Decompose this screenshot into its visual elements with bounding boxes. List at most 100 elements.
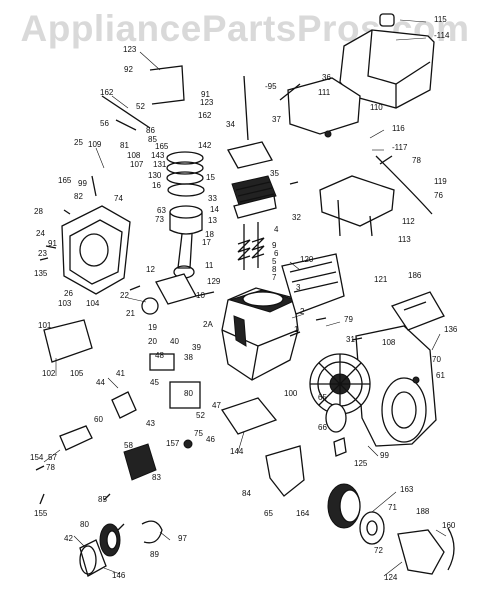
callout-label: 154 <box>30 453 44 462</box>
callout-label: 38 <box>184 353 193 362</box>
crankshaft <box>141 273 215 315</box>
callout-label: 76 <box>434 191 443 200</box>
callout-label: 44 <box>96 378 105 387</box>
crankcase <box>221 287 299 381</box>
callout-label: 107 <box>130 160 144 169</box>
connecting-rod <box>173 233 195 279</box>
callout-label: 7 <box>272 273 277 282</box>
callout-label: 102 <box>42 369 56 378</box>
callout-label: 163 <box>400 485 414 494</box>
callout-label: 116 <box>392 124 405 133</box>
callout-label: 144 <box>230 447 244 456</box>
callout-label: 18 <box>205 230 214 239</box>
callout-label: 39 <box>192 343 201 352</box>
callout-label: 89 <box>150 550 159 559</box>
callout-label: -117 <box>392 143 408 152</box>
callout-label: 17 <box>202 238 211 247</box>
callout-label: 100 <box>284 389 298 398</box>
callout-label: 47 <box>212 401 221 410</box>
callout-label: 136 <box>444 325 458 334</box>
decal <box>391 291 445 331</box>
callout-label: 3 <box>296 283 301 292</box>
cylinder-head <box>231 175 277 219</box>
callout-label: 33 <box>208 194 217 203</box>
callout-label: 42 <box>64 534 73 543</box>
governor-linkage <box>59 65 301 451</box>
carburetor <box>43 319 201 481</box>
callout-label: 22 <box>120 291 129 300</box>
callout-label: 60 <box>94 415 103 424</box>
callout-label: 83 <box>152 473 161 482</box>
callout-label: 20 <box>148 337 157 346</box>
callout-label: 73 <box>155 215 164 224</box>
callout-label: 86 <box>146 126 155 135</box>
callout-label: 162 <box>100 88 114 97</box>
callout-label: 155 <box>34 509 48 518</box>
callout-label: 66 <box>318 423 327 432</box>
leader-lines <box>43 19 447 577</box>
callout-label: 23 <box>38 249 47 258</box>
starter-pulley <box>327 483 385 545</box>
callout-label: 37 <box>272 115 281 124</box>
callout-label: 78 <box>412 156 421 165</box>
callout-label: 108 <box>382 338 396 347</box>
callout-label: 112 <box>402 217 415 226</box>
callout-label: 123 <box>200 98 214 107</box>
callout-label: 85 <box>148 135 157 144</box>
drive-parts <box>79 493 163 577</box>
callout-label: 164 <box>296 509 310 518</box>
callout-label: 80 <box>184 389 193 398</box>
callout-label: 46 <box>206 435 215 444</box>
callout-label: 99 <box>380 451 389 460</box>
callout-label: 79 <box>344 315 353 324</box>
callout-label: 32 <box>292 213 301 222</box>
callout-label: 111 <box>318 88 331 97</box>
callout-label: 13 <box>208 216 217 225</box>
callout-label: 56 <box>100 119 109 128</box>
tank-bracket <box>227 77 433 237</box>
callout-label: 8 <box>272 265 277 274</box>
callout-label: 41 <box>116 369 125 378</box>
callout-label: 110 <box>370 103 383 112</box>
callout-label: 84 <box>242 489 251 498</box>
callout-label: 10 <box>196 291 205 300</box>
callout-label: 91 <box>201 90 210 99</box>
callout-label: 74 <box>114 194 123 203</box>
flywheel <box>309 353 371 415</box>
callout-label: -114 <box>434 31 450 40</box>
callout-label: 121 <box>374 275 388 284</box>
callout-label: 82 <box>74 192 83 201</box>
callout-label: 36 <box>322 73 331 82</box>
callout-label: 65 <box>264 509 273 518</box>
callout-label: 120 <box>300 255 314 264</box>
callout-label: 91 <box>48 239 57 248</box>
callout-label: 40 <box>170 337 179 346</box>
piston-rings <box>166 151 205 235</box>
callout-label: 4 <box>274 225 279 234</box>
callout-label: 9 <box>272 241 277 250</box>
callout-label: 157 <box>166 439 180 448</box>
callout-label: 26 <box>64 289 73 298</box>
callout-label: 75 <box>194 429 203 438</box>
callout-label: 5 <box>272 257 277 266</box>
callout-label: 72 <box>374 546 383 555</box>
callout-label: 130 <box>148 171 162 180</box>
callout-label: 186 <box>408 271 422 280</box>
callout-label: 45 <box>150 378 159 387</box>
callout-label: -95 <box>265 82 277 91</box>
callout-label: 165 <box>155 142 169 151</box>
callout-label: 108 <box>127 151 141 160</box>
callout-label: 2A <box>203 320 213 329</box>
callout-label: 124 <box>384 573 398 582</box>
callout-label: 113 <box>398 235 411 244</box>
callout-label: 135 <box>34 269 48 278</box>
callout-label: 103 <box>58 299 72 308</box>
callout-label: 105 <box>70 369 84 378</box>
base-gasket <box>220 397 305 497</box>
callout-label: 80 <box>80 520 89 529</box>
callout-label: 28 <box>34 207 43 216</box>
callout-label: 21 <box>126 309 135 318</box>
